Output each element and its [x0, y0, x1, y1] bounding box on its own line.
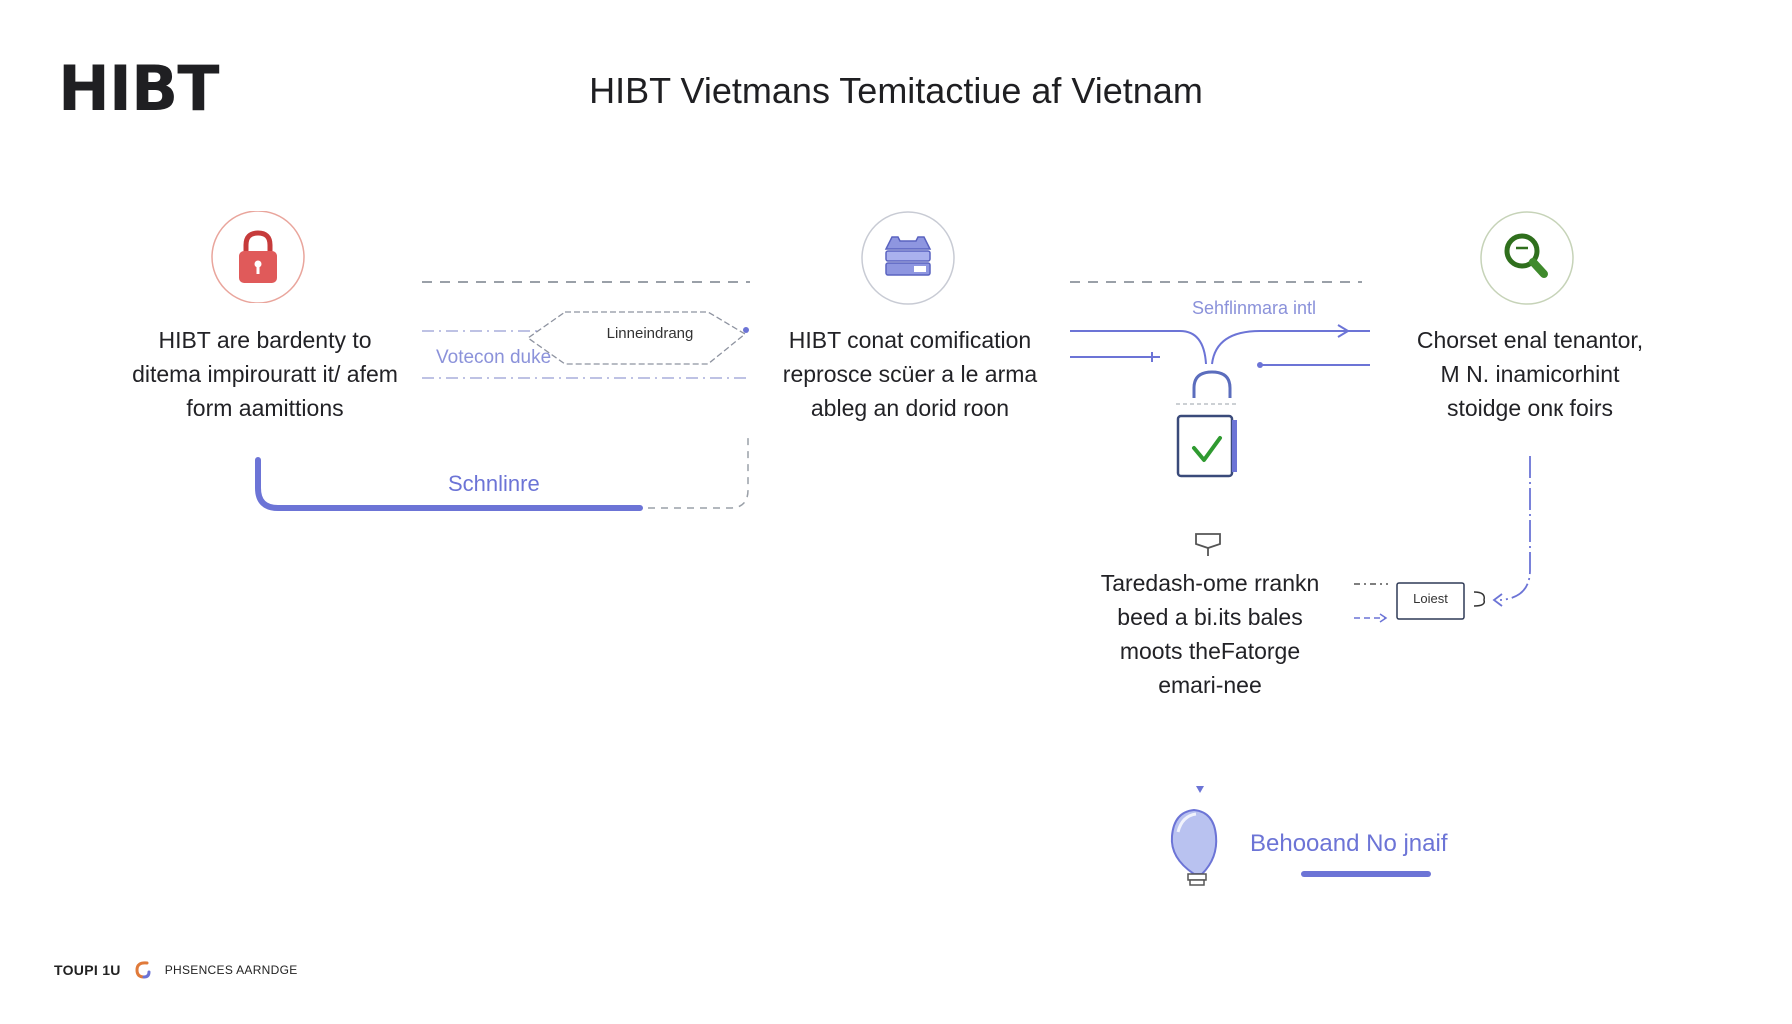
padlock-node-text: Taredash-ome rrankn beed a bi.its bales … [1100, 570, 1320, 698]
footer-brand: TOUPI 1U [54, 962, 121, 978]
server-node-circle [858, 211, 955, 305]
server-node-text: HIBT conat comification reprosce scüer a… [782, 327, 1038, 421]
bulb-label: Behooand No jnaif [1250, 830, 1448, 857]
search-connector [1499, 456, 1531, 601]
hexagon-label: Linneindrang [606, 325, 694, 342]
schedule-bracket [255, 457, 643, 511]
arrowhead-right [1337, 324, 1350, 338]
lightbulb-icon [1170, 808, 1218, 886]
dot-mid-right [1257, 362, 1263, 368]
box-link-arrow [1379, 613, 1388, 623]
footer-tagline: PHSENCES AARNDGE [164, 963, 298, 977]
ribbon-icon [1195, 533, 1221, 556]
arrow-line-upper-right [1211, 330, 1370, 365]
arrow-line-upper-left [1070, 330, 1207, 365]
bulb-pointer [1196, 786, 1204, 793]
check-padlock-icon [1176, 370, 1237, 478]
hexagon-frame [526, 311, 747, 365]
logo: HIBT [58, 52, 220, 125]
schedule-label: Schnlinre [448, 471, 540, 496]
schedule-dashed-tail [648, 436, 749, 509]
footer: TOUPI 1U PHSENCES AARNDGE [54, 958, 298, 982]
small-box-frame [1396, 582, 1465, 620]
bracket-glyph [1473, 591, 1486, 607]
lock-icon [211, 211, 305, 303]
hexagon-endpoint [743, 327, 749, 333]
small-box-label: Loiest [1413, 591, 1448, 606]
footer-swirl-icon [135, 961, 151, 979]
lock-node-circle [210, 211, 306, 303]
lock-node-text: HIBT are bardenty to ditema impirouratt … [132, 327, 398, 421]
server-icon [861, 211, 955, 305]
magnifier-icon [1480, 211, 1574, 305]
search-node-text: Chorset enal tenantor, M N. inamicorhint… [1416, 327, 1644, 421]
page-title: HIBT Vietmans Temitactiue af Vietnam [589, 70, 1203, 111]
left-dashed-label: Votecon duke [436, 347, 552, 368]
search-node-circle [1478, 211, 1574, 305]
search-arrowhead [1492, 593, 1503, 607]
right-dashed-label: Sehflinmara intl [1192, 298, 1317, 318]
